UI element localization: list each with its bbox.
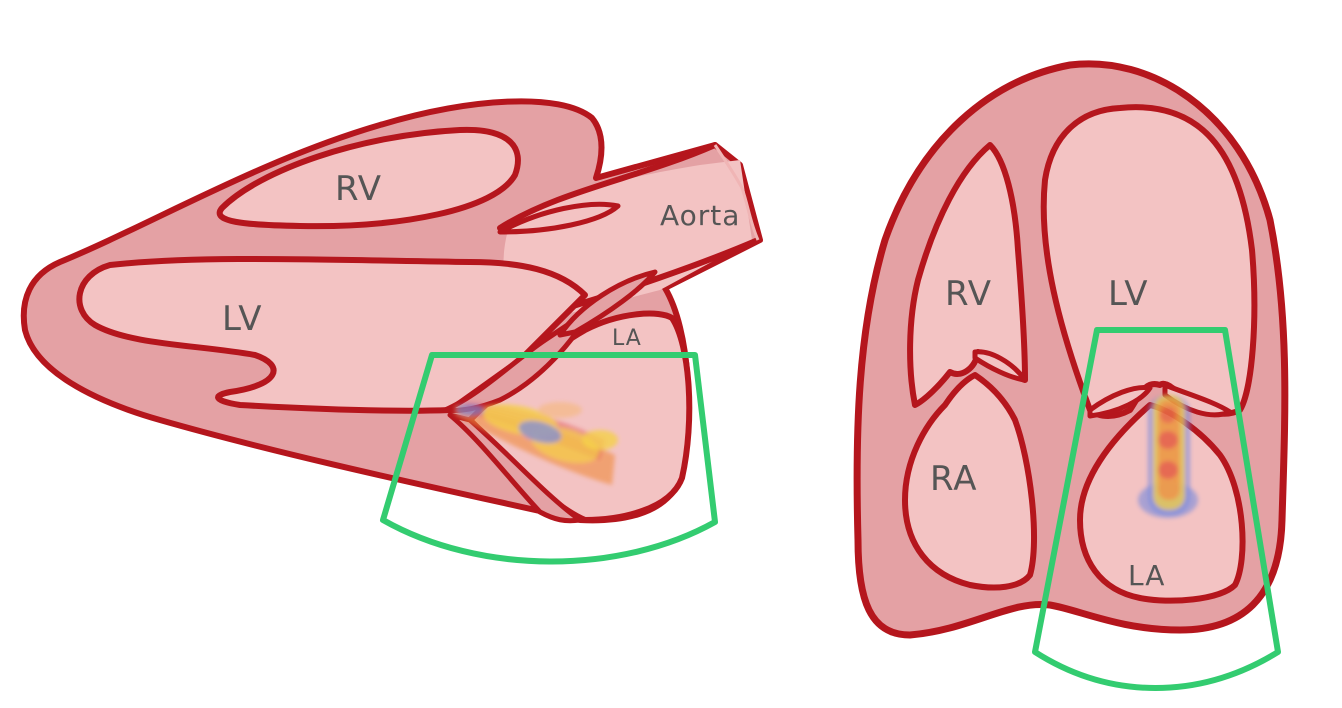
a4c-label-ra: RA [930,459,978,499]
aorta-end-edge [713,144,760,241]
a4c-right-atrium [902,372,1037,591]
a4c-echo-sector [1032,327,1281,691]
a4c-label-la: LA [1128,559,1165,592]
aorta-upper-wall [497,142,718,231]
aortic-valve-leaflet [497,201,621,235]
a4c-label-rv: RV [945,274,992,314]
aorta-lower-wall [557,237,761,313]
plax-label-aorta: Aorta [660,199,740,232]
a4c-color-doppler-jet [1138,395,1198,518]
plax-label-la: LA [612,326,642,351]
mitral-posterior-leaflet [447,412,583,524]
apical-four-chamber-view: RV LV RA LA [853,60,1289,691]
plax-color-doppler-jet [455,402,618,485]
plax-left-ventricle [76,255,588,414]
a4c-left-ventricle [1040,104,1258,419]
a4c-mitral-leaflet-anterior [1087,384,1153,419]
a4c-right-ventricle [907,142,1028,408]
plax-label-rv: RV [335,169,382,209]
parasternal-long-axis-view: RV LV Aorta LA [20,98,763,565]
plax-echo-sector [380,352,718,565]
tricuspid-leaflet-septal [972,349,1028,383]
a4c-label-lv: LV [1108,274,1148,314]
plax-label-lv: LV [222,299,262,339]
plax-right-ventricle [216,126,521,230]
aortic-root-leaflet [557,269,658,338]
